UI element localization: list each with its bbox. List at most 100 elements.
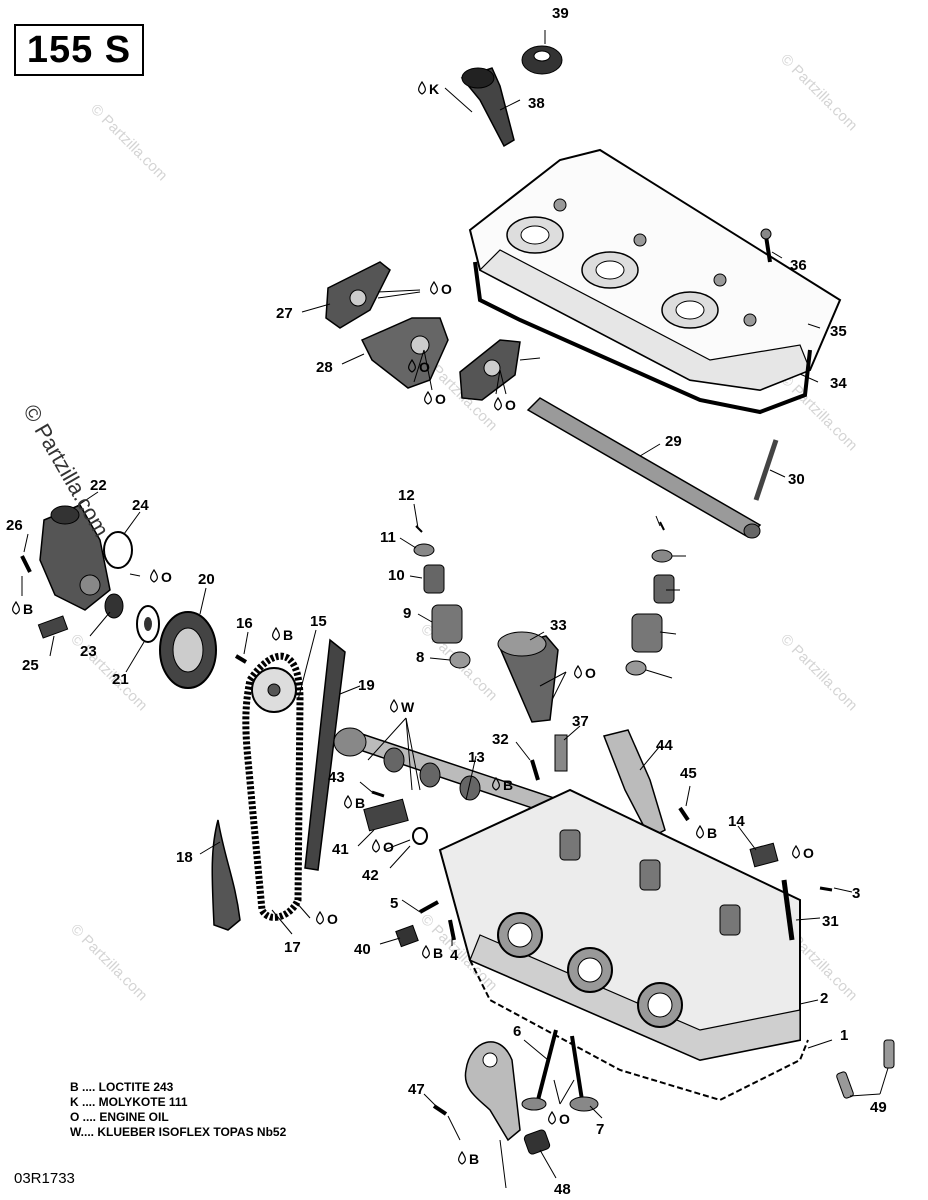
drop-icon xyxy=(272,626,280,641)
lubricant-mark-letter: O xyxy=(383,839,394,855)
callout-17: 17 xyxy=(284,939,301,956)
callout-23: 23 xyxy=(80,643,97,660)
screw-36 xyxy=(760,228,772,263)
callout-5: 5 xyxy=(390,895,398,912)
stud-4 xyxy=(448,919,456,941)
valve-7 xyxy=(569,1035,599,1112)
chain-guide-19 xyxy=(304,638,346,871)
callout-labels: 1234567891011121314151617181920212223242… xyxy=(6,5,887,1200)
callout-27: 27 xyxy=(276,305,293,322)
callout-18: 18 xyxy=(176,849,193,866)
drop-icon xyxy=(150,568,158,583)
callout-47: 47 xyxy=(408,1081,425,1098)
drop-icon xyxy=(390,698,398,713)
drop-icon xyxy=(696,824,704,839)
lubricant-mark-letter: B xyxy=(469,1151,479,1167)
o-ring-42 xyxy=(412,827,428,845)
callout-35: 35 xyxy=(830,323,847,340)
callout-42: 42 xyxy=(362,867,379,884)
drop-icon xyxy=(548,1110,556,1125)
lubricant-mark-letter: O xyxy=(327,911,338,927)
bolt-31 xyxy=(781,879,795,941)
fitting-5 xyxy=(419,900,439,914)
lubricant-mark-b: B xyxy=(458,1150,479,1167)
pad-14 xyxy=(749,842,779,868)
callout-2: 2 xyxy=(820,990,828,1007)
screw-45 xyxy=(678,806,690,822)
bracket-44 xyxy=(602,729,666,840)
rocker-arm-27-upper xyxy=(325,261,391,329)
svg-text:© Partzilla.com: © Partzilla.com xyxy=(777,371,860,454)
callout-31: 31 xyxy=(822,913,839,930)
callout-16: 16 xyxy=(236,615,253,632)
callout-29: 29 xyxy=(665,433,682,450)
callout-33: 33 xyxy=(550,617,567,634)
drop-icon xyxy=(492,776,500,791)
legend-item-loctite: B .... LOCTITE 243 xyxy=(70,1080,174,1094)
drop-icon xyxy=(792,844,800,859)
valve-6 xyxy=(521,1029,558,1111)
callout-41: 41 xyxy=(332,841,349,858)
pin-3 xyxy=(819,886,833,892)
model-title: 155 S xyxy=(14,24,144,76)
drop-icon xyxy=(422,944,430,959)
head-gasket xyxy=(469,959,809,1102)
lubricant-mark-k: K xyxy=(418,80,439,97)
lubricant-mark-letter: O xyxy=(803,845,814,861)
lubricant-mark-letter: B xyxy=(503,777,513,793)
callout-20: 20 xyxy=(198,571,215,588)
callout-9: 9 xyxy=(403,605,411,622)
intake-hose xyxy=(497,631,559,723)
callout-28: 28 xyxy=(316,359,333,376)
lubricant-mark-letter: B xyxy=(707,825,717,841)
callout-14: 14 xyxy=(728,813,745,830)
lubricant-mark-letter: O xyxy=(435,391,446,407)
drop-icon xyxy=(316,910,324,925)
callout-49: 49 xyxy=(870,1099,887,1116)
legend-item-molykote: K .... MOLYKOTE 111 xyxy=(70,1095,188,1109)
cover-20 xyxy=(159,611,217,689)
lubricant-mark-letter: K xyxy=(429,81,439,97)
lubricant-mark-letter: B xyxy=(355,795,365,811)
screw-16 xyxy=(234,654,248,664)
valve-cover xyxy=(468,148,842,392)
drop-icon xyxy=(458,1150,466,1165)
valve-train-right xyxy=(625,521,675,676)
lubricant-mark-letter: W xyxy=(401,699,415,715)
pin-30 xyxy=(753,439,779,501)
lubricant-mark-b: B xyxy=(12,600,33,617)
callout-43: 43 xyxy=(328,769,345,786)
valve-cover-gasket xyxy=(473,261,812,415)
lubricant-mark-letter: O xyxy=(585,665,596,681)
lubricant-mark-letter: O xyxy=(559,1111,570,1127)
callout-32: 32 xyxy=(492,731,509,748)
screw-26 xyxy=(20,555,32,573)
dowel-pins-49 xyxy=(836,1039,895,1099)
filler-cap-gasket xyxy=(521,45,563,75)
callout-39: 39 xyxy=(552,5,569,22)
callout-24: 24 xyxy=(132,497,149,514)
callout-19: 19 xyxy=(358,677,375,694)
lubricant-mark-o: O xyxy=(408,358,430,375)
svg-text:© Partzilla.com: © Partzilla.com xyxy=(777,631,860,714)
lubricant-legend: B .... LOCTITE 243 K .... MOLYKOTE 111 O… xyxy=(70,1080,286,1140)
o-ring-24 xyxy=(103,531,133,569)
callout-13: 13 xyxy=(468,749,485,766)
rocker-shaft xyxy=(526,397,762,539)
rocker-arm-28 xyxy=(360,317,449,389)
drop-icon xyxy=(12,600,20,615)
callout-36: 36 xyxy=(790,257,807,274)
bracket-46 xyxy=(464,1041,521,1142)
lubricant-mark-o: O xyxy=(548,1110,570,1127)
lubricant-mark-letter: O xyxy=(441,281,452,297)
drop-icon xyxy=(574,664,582,679)
svg-text:© Partzilla.com: © Partzilla.com xyxy=(67,921,150,1004)
lubricant-mark-o: O xyxy=(494,396,516,413)
drop-icon xyxy=(494,396,502,411)
callout-26: 26 xyxy=(6,517,23,534)
callout-12: 12 xyxy=(398,487,415,504)
lubricant-mark-letter: B xyxy=(283,627,293,643)
callout-7: 7 xyxy=(596,1121,604,1138)
legend-item-engine-oil: O .... ENGINE OIL xyxy=(70,1110,169,1124)
